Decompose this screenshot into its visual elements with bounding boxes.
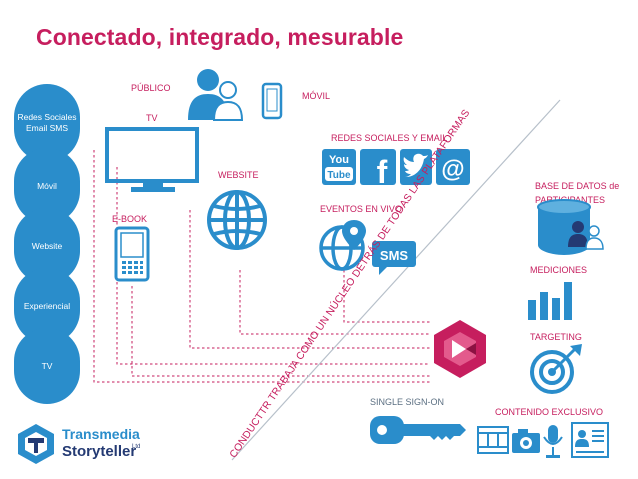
- bar-chart-icon: [528, 282, 572, 320]
- ebook-reader-icon: [114, 226, 150, 282]
- label-tv: TV: [146, 113, 158, 123]
- label-sso: SINGLE SIGN-ON: [370, 397, 445, 407]
- logo-line2: Storyteller: [62, 443, 137, 460]
- sms-bubble-icon: SMS: [372, 241, 416, 275]
- label-redes-email: REDES SOCIALES Y EMAIL: [331, 133, 448, 143]
- key-icon: [370, 416, 466, 444]
- separator-line: [231, 99, 561, 461]
- label-eventos: EVENTOS EN VIVO: [320, 204, 402, 214]
- connector-social: [93, 150, 430, 383]
- connector-eventos: [343, 270, 430, 323]
- logo-line1: Transmedia: [62, 426, 140, 442]
- facebook-icon: [360, 149, 396, 185]
- target-icon: [530, 344, 582, 394]
- label-targeting: TARGETING: [530, 332, 582, 342]
- email-at-icon-text: @: [441, 156, 464, 183]
- database-participants-icon: [537, 199, 604, 255]
- tv-icon: [105, 127, 199, 192]
- label-contenido: CONTENIDO EXCLUSIVO: [495, 407, 604, 417]
- youtube-icon-you: You: [329, 154, 349, 166]
- conducttr-logo-icon: [434, 320, 486, 378]
- logo-suffix: Ltd: [132, 444, 141, 450]
- channel-tv: TV: [14, 328, 80, 404]
- youtube-icon-tube: Tube: [327, 170, 351, 181]
- label-mediciones: MEDICIONES: [530, 265, 588, 275]
- id-card-icon: [571, 422, 609, 458]
- facebook-icon-f: f: [377, 154, 388, 187]
- label-publico: PÚBLICO: [131, 83, 171, 93]
- microphone-icon: [543, 425, 563, 458]
- camera-icon: [512, 429, 540, 453]
- sms-bubble-text: SMS: [380, 248, 409, 263]
- social-icons-row: You Tube f @: [322, 149, 470, 187]
- connector-ebook: [131, 286, 430, 377]
- label-website: WEBSITE: [218, 170, 259, 180]
- transmedia-logo-icon: [18, 424, 54, 464]
- slide-title: Conectado, integrado, mesurable: [36, 24, 404, 50]
- live-events-globe-icon: [319, 220, 366, 271]
- label-movil: MÓVIL: [302, 91, 331, 101]
- film-strip-icon: [477, 426, 509, 454]
- audience-icon: [188, 69, 244, 121]
- transmedia-logo: Transmedia Storyteller Ltd: [14, 420, 144, 468]
- globe-icon: [207, 190, 267, 250]
- connector-website: [189, 210, 430, 349]
- connector-experiencial: [239, 270, 430, 335]
- mobile-phone-icon: [261, 82, 283, 120]
- exclusive-content-icons: [477, 422, 609, 458]
- email-at-icon: [436, 149, 470, 185]
- label-ebook: E-BOOK: [112, 214, 148, 224]
